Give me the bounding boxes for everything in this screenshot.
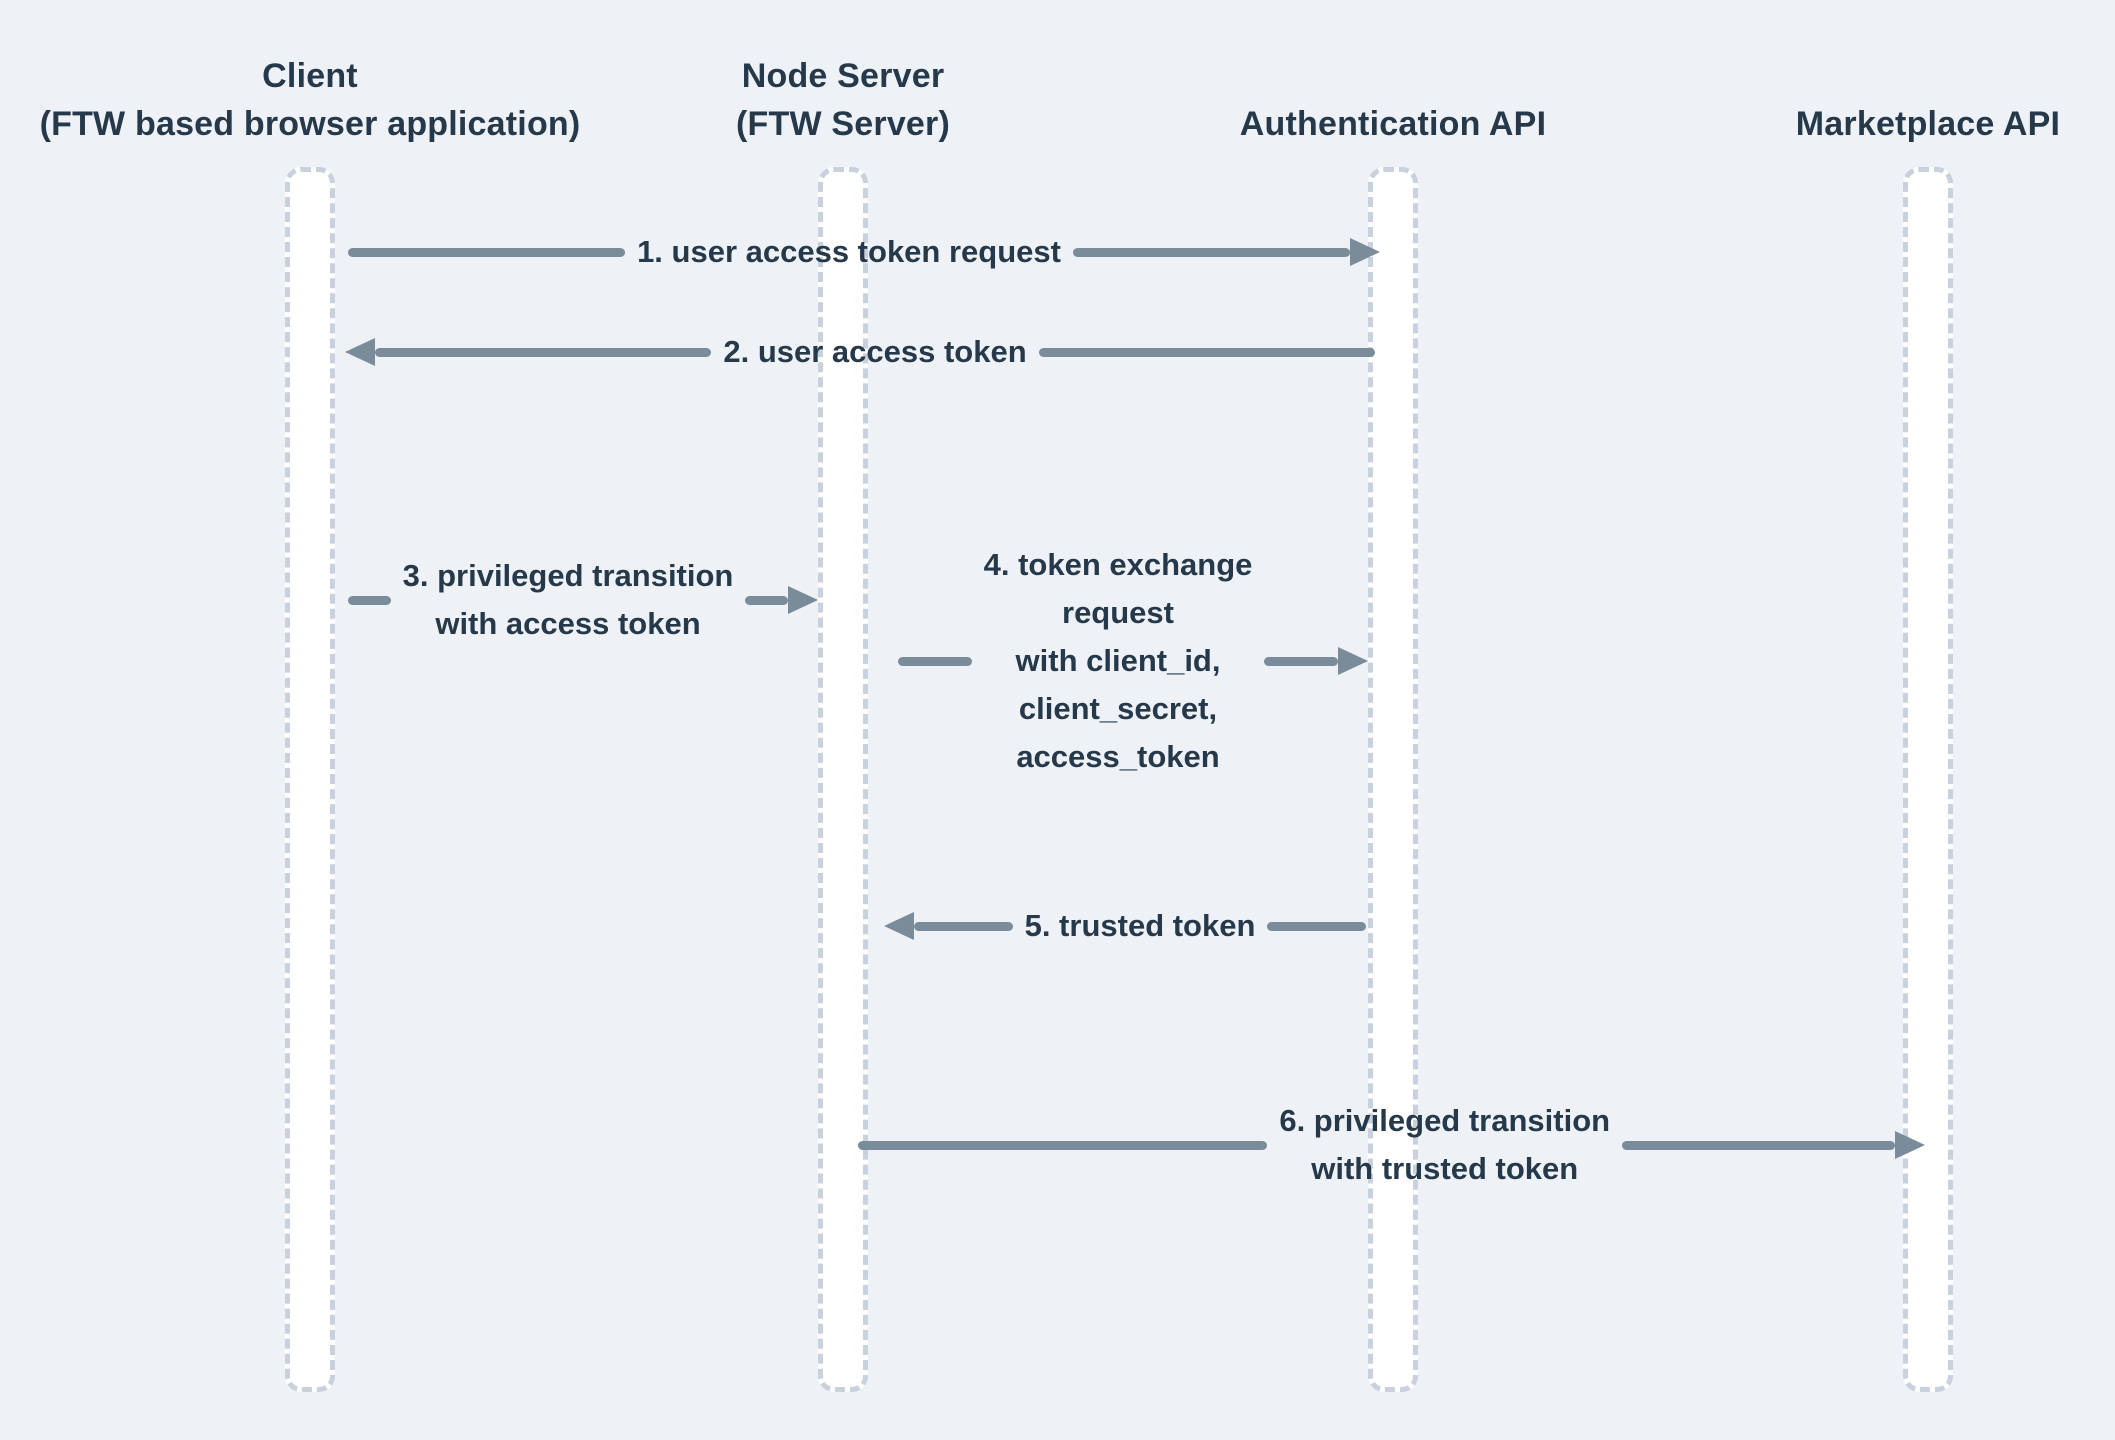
arrow-shaft bbox=[1038, 347, 1376, 357]
arrowhead-left-icon bbox=[884, 912, 914, 940]
participant-header-marketplace-api: Marketplace API bbox=[1795, 105, 2061, 143]
message-label: 4. token exchange request with client_id… bbox=[983, 547, 1253, 774]
message-label: 2. user access token bbox=[723, 334, 1027, 369]
message-label: 6. privileged transition with trusted to… bbox=[1279, 1103, 1611, 1186]
message-token-exchange-request: 4. token exchange request with client_id… bbox=[898, 541, 1368, 781]
message-label: 3. privileged transition with access tok… bbox=[402, 558, 734, 641]
arrow-shaft bbox=[375, 347, 712, 357]
arrowhead-right-icon bbox=[1895, 1131, 1925, 1159]
message-user-access-token: 2. user access token bbox=[345, 328, 1376, 376]
message-privileged-transition-access-token: 3. privileged transition with access tok… bbox=[348, 552, 818, 648]
participant-header-client: Client (FTW based browser application) bbox=[39, 57, 581, 143]
message-label: 5. trusted token bbox=[1024, 908, 1256, 943]
arrowhead-right-icon bbox=[788, 586, 818, 614]
arrow-shaft bbox=[745, 595, 788, 605]
arrow-shaft bbox=[348, 247, 626, 257]
arrow-shaft bbox=[914, 921, 1013, 931]
arrow-shaft bbox=[1072, 247, 1351, 257]
arrow-shaft bbox=[858, 1140, 1268, 1150]
lifeline-client bbox=[285, 167, 335, 1392]
message-label: 1. user access token request bbox=[637, 234, 1061, 269]
arrow-shaft bbox=[1622, 1140, 1895, 1150]
arrow-shaft bbox=[348, 595, 391, 605]
arrowhead-right-icon bbox=[1338, 647, 1368, 675]
lifeline-node-server bbox=[818, 167, 868, 1392]
message-privileged-transition-trusted-token: 6. privileged transition with trusted to… bbox=[858, 1097, 1925, 1193]
arrowhead-right-icon bbox=[1350, 238, 1381, 266]
arrow-shaft bbox=[1264, 656, 1338, 666]
arrowhead-left-icon bbox=[345, 338, 375, 366]
participant-header-authentication-api: Authentication API bbox=[1239, 105, 1547, 143]
message-trusted-token: 5. trusted token bbox=[884, 902, 1367, 950]
participant-header-node-server: Node Server (FTW Server) bbox=[736, 57, 950, 143]
lifeline-authentication-api bbox=[1368, 167, 1418, 1392]
message-user-access-token-request: 1. user access token request bbox=[348, 228, 1381, 276]
lifeline-marketplace-api bbox=[1903, 167, 1953, 1392]
arrow-shaft bbox=[1267, 921, 1367, 931]
arrow-shaft bbox=[898, 656, 972, 666]
